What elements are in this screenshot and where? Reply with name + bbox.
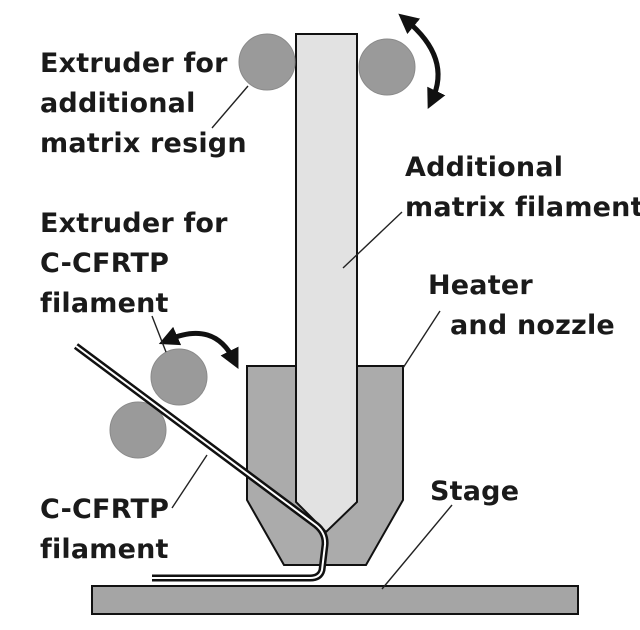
matrix-roller-right: [358, 38, 416, 96]
label-heater-nozzle: Heater and nozzle: [428, 270, 615, 341]
leader-stage: [381, 504, 453, 590]
matrix-filament-rod: [295, 33, 358, 534]
leader-cfrtp-filament: [171, 454, 208, 509]
stage-plate: [91, 585, 579, 615]
leader-additional-filament: [342, 211, 403, 269]
leader-extruder-cfrtp: [151, 315, 167, 353]
label-stage: Stage: [430, 476, 519, 507]
label-additional-filament: Additional matrix filament: [405, 152, 640, 223]
cfrtp-roller-upper: [150, 348, 208, 406]
rotation-arrow-icon: [398, 13, 446, 110]
label-extruder-matrix: Extruder for additional matrix resign: [40, 48, 247, 159]
label-cfrtp-filament: C-CFRTP filament: [40, 494, 179, 565]
label-extruder-cfrtp: Extruder for C-CFRTP filament: [40, 208, 237, 319]
cfrtp-roller-lower: [109, 401, 167, 459]
leader-heater-nozzle: [402, 310, 441, 369]
cfrtp-rotation-arrow-icon: [158, 326, 239, 369]
leader-extruder-matrix: [211, 85, 249, 129]
matrix-roller-left: [238, 33, 296, 91]
